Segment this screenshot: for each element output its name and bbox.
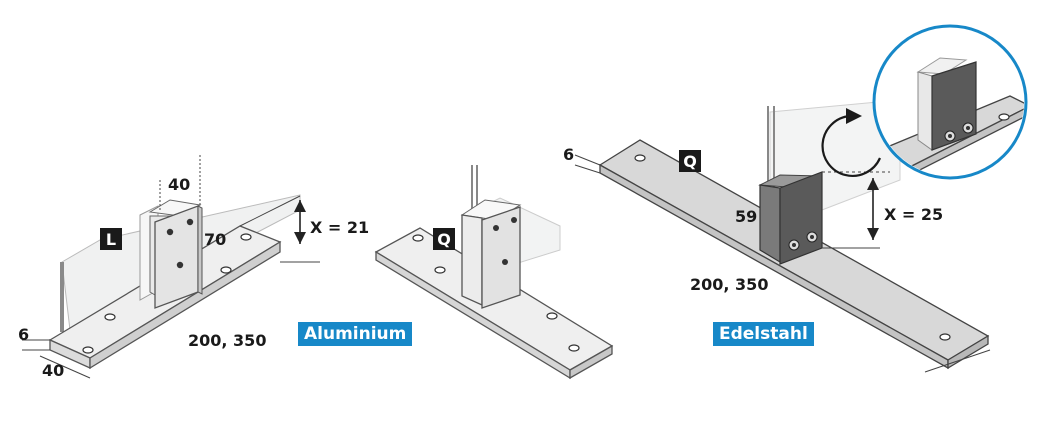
right-profile-letter: Q: [683, 152, 697, 171]
right-stainless-clamp: [758, 171, 823, 265]
right-height-dim: 59: [735, 207, 757, 226]
mounting-hole: [412, 234, 424, 242]
magnifier-circle-icon: [872, 24, 1028, 180]
middle-assembly: Q: [374, 165, 614, 380]
left-l-profile: [139, 199, 203, 309]
mounting-hole: [82, 346, 94, 354]
mounting-hole: [568, 344, 580, 352]
left-profile-letter: L: [106, 230, 116, 249]
left-base-width: 40: [42, 361, 64, 380]
right-assembly: Q 6 59 X = 25 200, 350: [563, 24, 1028, 373]
left-x-value: X = 21: [310, 218, 369, 237]
left-thickness: 6: [18, 325, 29, 344]
edelstahl-label: Edelstahl: [713, 322, 814, 346]
mounting-hole: [220, 266, 232, 274]
middle-q-profile: [460, 199, 522, 309]
right-profile-badge: [679, 150, 701, 172]
middle-profile-badge: [433, 228, 455, 250]
mounting-hole: [939, 333, 951, 341]
right-thickness: 6: [563, 145, 574, 164]
mounting-hole: [240, 233, 252, 241]
mounting-hole: [546, 312, 558, 320]
left-profile-badge: [100, 228, 122, 250]
middle-profile-letter: Q: [437, 230, 451, 249]
left-lengths: 200, 350: [188, 331, 266, 350]
mounting-hole: [634, 154, 646, 162]
left-height-dim: 70: [204, 230, 226, 249]
mounting-hole: [104, 313, 116, 321]
right-lengths: 200, 350: [690, 275, 768, 294]
mounting-hole: [434, 266, 446, 274]
aluminium-label: Aluminium: [298, 322, 413, 346]
rotate-arrow-icon: [821, 114, 882, 177]
left-assembly: L 40 70 X = 21 6 40 200, 350: [18, 155, 369, 380]
right-x-value: X = 25: [884, 205, 943, 224]
left-width-top: 40: [168, 175, 190, 194]
